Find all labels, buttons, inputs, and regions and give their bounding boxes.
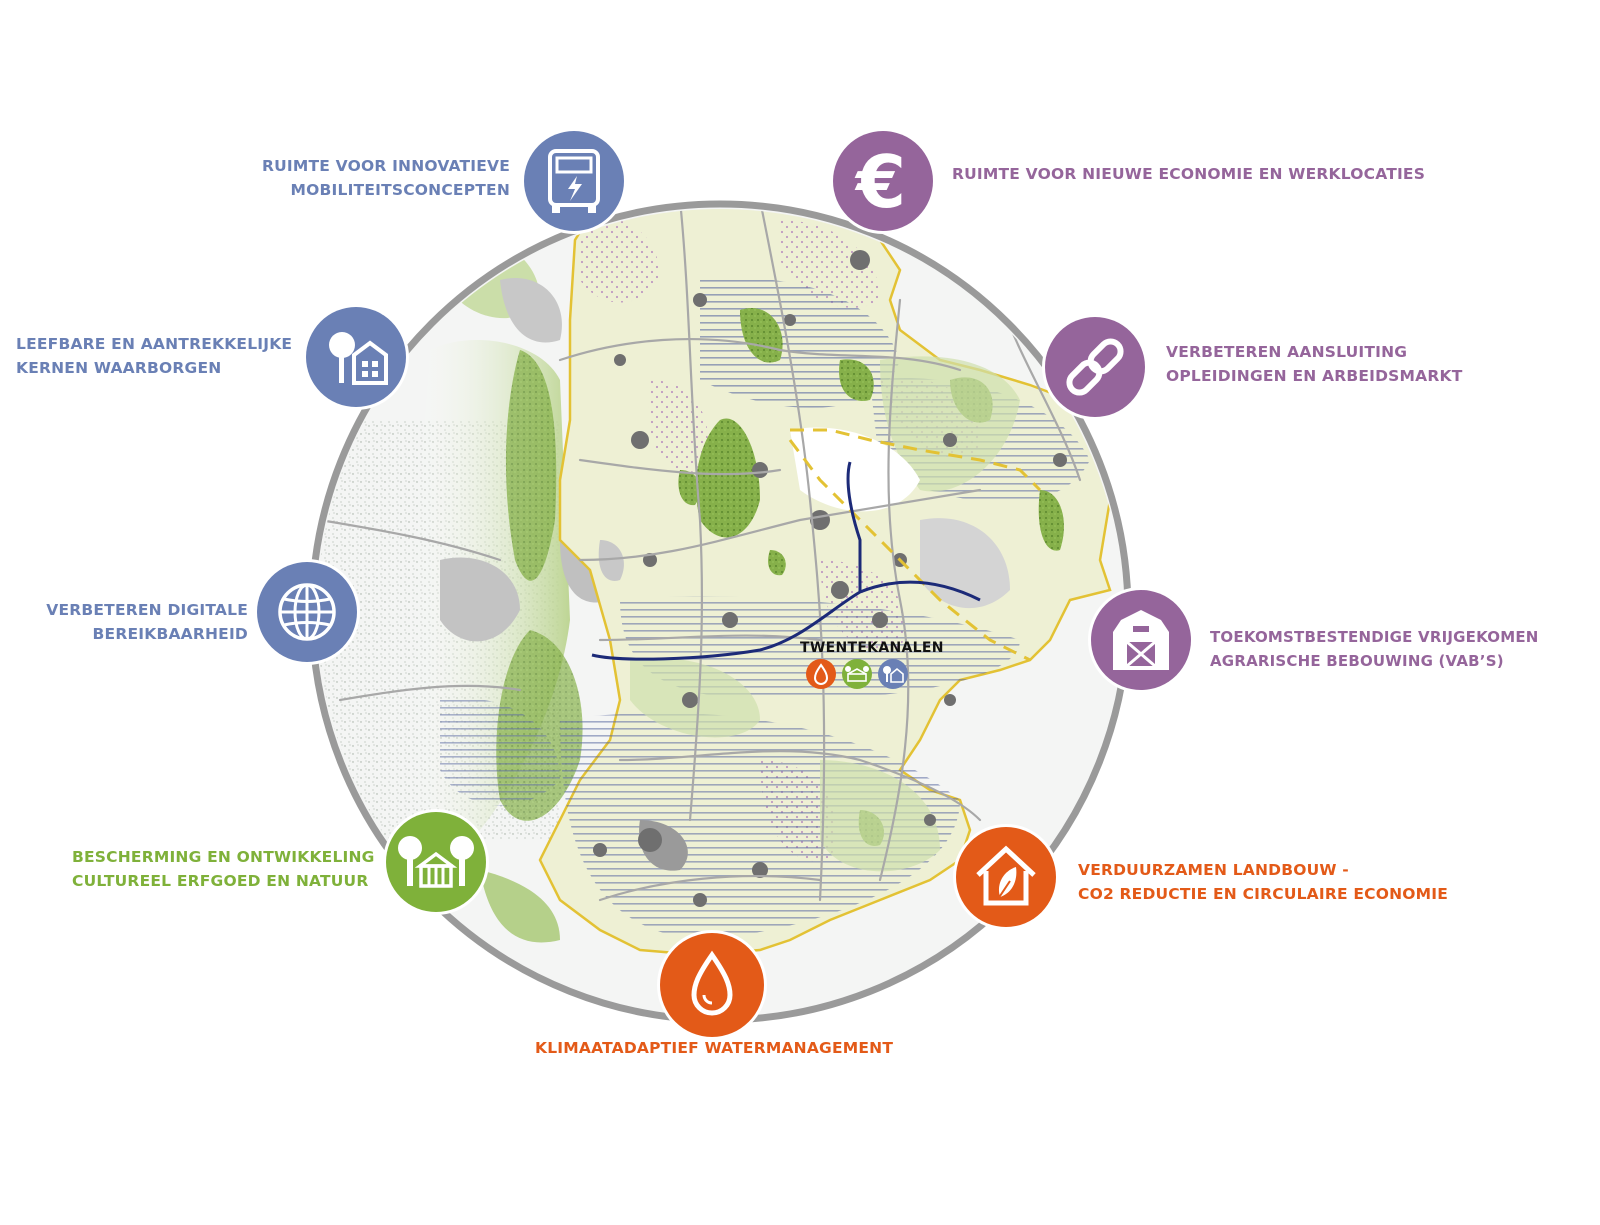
twentekanaal-line xyxy=(591,580,981,661)
chain-link-icon xyxy=(1066,338,1124,396)
twentekanalen-label: TWENTEKANALEN xyxy=(800,640,944,656)
theme-circle-heritage xyxy=(381,807,491,917)
theme-circle-vab xyxy=(1086,585,1196,695)
map-content xyxy=(317,209,1112,957)
globe-icon xyxy=(278,583,336,641)
label-education: VERBETEREN AANSLUITING OPLEIDINGEN EN AR… xyxy=(1166,343,1463,385)
label-agriculture: VERDUURZAMEN LANDBOUW - CO2 REDUCTIE EN … xyxy=(1078,861,1449,903)
heritage-trees-icon xyxy=(842,659,872,689)
label-heritage: BESCHERMING EN ONTWIKKELING CULTUREEL ER… xyxy=(72,848,375,890)
theme-circle-digital xyxy=(252,557,362,667)
theme-circle-water xyxy=(655,928,769,1042)
water-drop-icon xyxy=(806,659,836,689)
label-digital: VERBETEREN DIGITALE BEREIKBAARHEID xyxy=(46,601,248,643)
leaf-house-icon xyxy=(976,845,1036,906)
tree-house-icon xyxy=(878,659,908,689)
canal-badge-group xyxy=(805,657,925,693)
heritage-trees-icon xyxy=(398,836,474,888)
theme-circle-agriculture xyxy=(951,822,1061,932)
label-mobility: RUIMTE VOOR INNOVATIEVE MOBILITEITSCONCE… xyxy=(262,157,510,199)
label-economy: RUIMTE VOOR NIEUWE ECONOMIE EN WERKLOCAT… xyxy=(952,165,1426,183)
svg-text:€: € xyxy=(854,140,906,224)
theme-circle-cores xyxy=(301,302,411,412)
bus-icon xyxy=(548,149,600,213)
tree-house-icon xyxy=(329,332,388,385)
theme-circle-mobility xyxy=(519,126,629,236)
label-water: KLIMAATADAPTIEF WATERMANAGEMENT xyxy=(535,1039,894,1057)
theme-circle-economy: € xyxy=(828,126,938,236)
theme-circle-education xyxy=(1040,312,1150,422)
barn-icon xyxy=(1113,610,1169,670)
euro-icon: € xyxy=(854,140,906,224)
label-cores: LEEFBARE EN AANTREKKELIJKE KERNEN WAARBO… xyxy=(16,335,293,377)
water-drop-icon xyxy=(691,950,733,1016)
label-vab: TOEKOMSTBESTENDIGE VRIJGEKOMEN AGRARISCH… xyxy=(1210,628,1539,670)
